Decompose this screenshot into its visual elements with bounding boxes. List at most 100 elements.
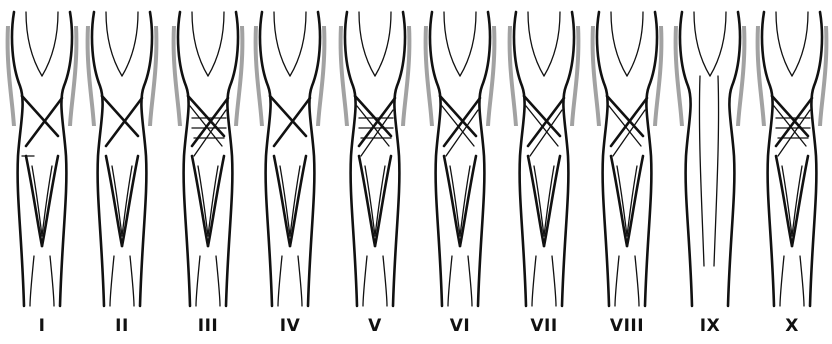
branch-inner-right bbox=[208, 12, 224, 76]
vessel-drawing bbox=[333, 6, 417, 306]
loop-right bbox=[42, 156, 58, 246]
vessel-wall-left bbox=[430, 12, 442, 306]
variant-panel: V bbox=[333, 0, 417, 344]
vessel-wall-left bbox=[680, 12, 692, 306]
vessel-wall-right bbox=[810, 12, 822, 306]
vessel-wall-left bbox=[762, 12, 774, 306]
loop-left bbox=[192, 156, 208, 246]
cross-segment-a bbox=[524, 96, 560, 136]
variant-label: III bbox=[166, 316, 250, 336]
branch-inner-right bbox=[710, 12, 726, 76]
vessel-drawing bbox=[418, 6, 502, 306]
vessel-wall-left bbox=[12, 12, 24, 306]
trunk-inner-left bbox=[110, 256, 114, 306]
vessel-wall-right bbox=[393, 12, 405, 306]
branch-inner-left bbox=[274, 12, 290, 76]
loop-left bbox=[274, 156, 290, 246]
vessel-drawing bbox=[80, 6, 164, 306]
variant-label: I bbox=[0, 316, 84, 336]
vessel-wall-left bbox=[260, 12, 272, 306]
trunk-inner-right bbox=[468, 256, 472, 306]
trunk-inner-right bbox=[298, 256, 302, 306]
branch-inner-left bbox=[192, 12, 208, 76]
variant-label: V bbox=[333, 316, 417, 336]
loop-right bbox=[792, 156, 808, 246]
branch-inner-right bbox=[375, 12, 391, 76]
vessel-drawing bbox=[668, 6, 752, 306]
variant-panel: IX bbox=[668, 0, 752, 344]
branch-inner-left bbox=[26, 12, 42, 76]
variant-label: VII bbox=[502, 316, 586, 336]
vessel-wall-left bbox=[178, 12, 190, 306]
loop-right bbox=[544, 156, 560, 246]
variant-panel: I bbox=[0, 0, 84, 344]
vessel-wall-left bbox=[92, 12, 104, 306]
vessel-wall-right bbox=[60, 12, 72, 306]
trunk-inner-left bbox=[363, 256, 367, 306]
branch-inner-left bbox=[694, 12, 710, 76]
trunk-inner-left bbox=[780, 256, 784, 306]
cross-segment-a bbox=[440, 96, 476, 136]
variant-panel: II bbox=[80, 0, 164, 344]
loop-left bbox=[611, 156, 627, 246]
branch-inner-right bbox=[122, 12, 138, 76]
loop-left bbox=[776, 156, 792, 246]
variant-label: VI bbox=[418, 316, 502, 336]
branch-inner-right bbox=[544, 12, 560, 76]
branch-inner-right bbox=[42, 12, 58, 76]
vessel-drawing bbox=[585, 6, 669, 306]
cross-segment-a bbox=[102, 96, 138, 136]
trunk-inner-right bbox=[800, 256, 804, 306]
trunk-inner-left bbox=[448, 256, 452, 306]
cross-segment-a bbox=[22, 96, 58, 136]
vessel-wall-left bbox=[514, 12, 526, 306]
variant-panel: X bbox=[750, 0, 832, 344]
variant-panel: VIII bbox=[585, 0, 669, 344]
branch-inner-left bbox=[444, 12, 460, 76]
vessel-wall-right bbox=[478, 12, 490, 306]
branch-inner-right bbox=[792, 12, 808, 76]
cross-segment-a bbox=[188, 96, 224, 136]
loop-right bbox=[122, 156, 138, 246]
trunk-inner-left bbox=[278, 256, 282, 306]
branch-inner-right bbox=[290, 12, 306, 76]
variant-label: IX bbox=[668, 316, 752, 336]
trunk-inner-right bbox=[383, 256, 387, 306]
vessel-wall-right bbox=[728, 12, 740, 306]
loop-left bbox=[106, 156, 122, 246]
vessel-drawing bbox=[502, 6, 586, 306]
branch-inner-right bbox=[627, 12, 643, 76]
trunk-inner-right bbox=[635, 256, 639, 306]
loop-left bbox=[359, 156, 375, 246]
trunk-inner-left bbox=[615, 256, 619, 306]
loop-right bbox=[627, 156, 643, 246]
vessel-drawing bbox=[248, 6, 332, 306]
variant-panel: VI bbox=[418, 0, 502, 344]
trunk-inner-left bbox=[30, 256, 34, 306]
cross-segment-a bbox=[355, 96, 391, 136]
loop-right bbox=[460, 156, 476, 246]
vessel-drawing bbox=[166, 6, 250, 306]
vessel-wall-right bbox=[140, 12, 152, 306]
variant-panel: VII bbox=[502, 0, 586, 344]
loop-left bbox=[444, 156, 460, 246]
cross-segment-a bbox=[270, 96, 306, 136]
channel-right bbox=[714, 76, 719, 266]
cross-segment-a bbox=[607, 96, 643, 136]
branch-inner-left bbox=[106, 12, 122, 76]
branch-inner-left bbox=[776, 12, 792, 76]
vessel-wall-left bbox=[597, 12, 609, 306]
trunk-inner-right bbox=[130, 256, 134, 306]
vessel-wall-right bbox=[226, 12, 238, 306]
variant-panel: III bbox=[166, 0, 250, 344]
loop-right bbox=[290, 156, 306, 246]
trunk-inner-left bbox=[532, 256, 536, 306]
trunk-inner-left bbox=[196, 256, 200, 306]
variant-label: VIII bbox=[585, 316, 669, 336]
variant-label: II bbox=[80, 316, 164, 336]
vessel-wall-right bbox=[562, 12, 574, 306]
channel-left bbox=[699, 76, 704, 266]
vessel-wall-right bbox=[308, 12, 320, 306]
loop-right bbox=[208, 156, 224, 246]
